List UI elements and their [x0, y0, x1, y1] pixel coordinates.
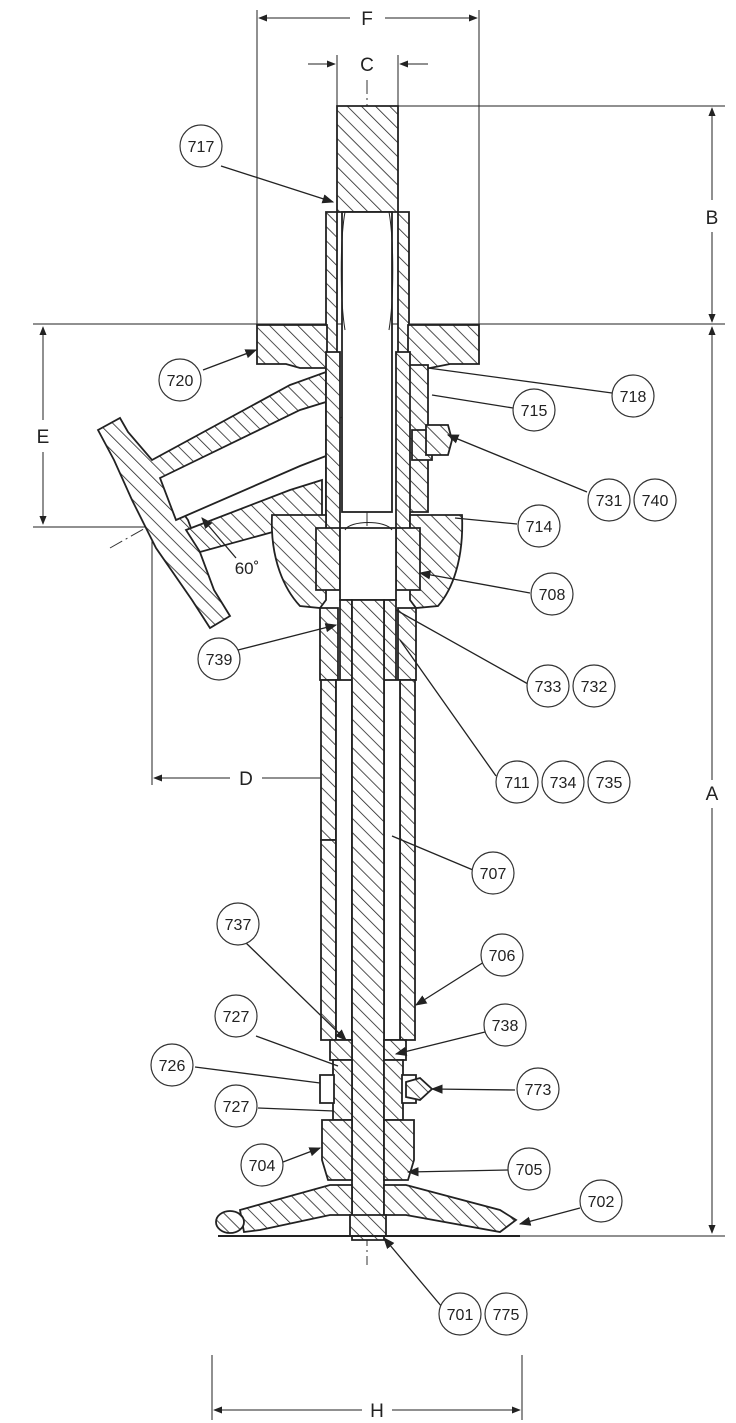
dim-h-label: H: [370, 1401, 384, 1422]
dim-f-label: F: [361, 9, 373, 30]
callout-773-label: 773: [525, 1082, 552, 1099]
callout-717: 717: [179, 124, 223, 168]
callout-775-label: 775: [493, 1307, 520, 1324]
callout-705: 705: [507, 1147, 551, 1191]
dim-a-label: A: [706, 784, 719, 805]
valve-body: [96, 105, 520, 1241]
callout-740-label: 740: [642, 493, 669, 510]
callout-726-label: 726: [159, 1058, 186, 1075]
dim-e-label: E: [37, 427, 50, 448]
angle-label: 60˚: [235, 559, 260, 578]
dim-b-label: B: [706, 208, 719, 229]
callout-714: 714: [517, 504, 561, 548]
callout-732-label: 732: [581, 679, 608, 696]
callout-708: 708: [530, 572, 574, 616]
callout-740: 740: [633, 478, 677, 522]
callout-731: 731: [587, 478, 631, 522]
callout-739-label: 739: [206, 652, 233, 669]
callout-708-label: 708: [539, 587, 566, 604]
callout-706: 706: [480, 933, 524, 977]
callout-727-upper: 727: [214, 994, 258, 1038]
callout-706-label: 706: [489, 948, 516, 965]
callout-707: 707: [471, 851, 515, 895]
callout-711-label: 711: [504, 775, 530, 792]
callout-704: 704: [240, 1143, 284, 1187]
callout-705-label: 705: [516, 1162, 543, 1179]
leader-lines: [194, 165, 613, 1308]
callout-702: 702: [579, 1179, 623, 1223]
callout-732: 732: [572, 664, 616, 708]
callout-734-label: 734: [550, 775, 577, 792]
callout-701: 701: [438, 1292, 482, 1336]
callout-738: 738: [483, 1003, 527, 1047]
callout-735: 735: [587, 760, 631, 804]
dim-d-label: D: [239, 769, 253, 790]
callout-737-label: 737: [225, 917, 252, 934]
callout-727-lower: 727: [214, 1084, 258, 1128]
callout-711: 711: [495, 760, 539, 804]
callout-720-label: 720: [167, 373, 194, 390]
callout-715: 715: [512, 388, 556, 432]
callout-702-label: 702: [588, 1194, 615, 1211]
callout-734: 734: [541, 760, 585, 804]
callout-775: 775: [484, 1292, 528, 1336]
callout-715-label: 715: [521, 403, 548, 420]
callout-727-upper-label: 727: [223, 1009, 250, 1026]
callout-707-label: 707: [480, 866, 507, 883]
callout-727-lower-label: 727: [223, 1099, 250, 1116]
callout-733-label: 733: [535, 679, 562, 696]
dim-c-label: C: [360, 55, 374, 76]
callout-720: 720: [158, 358, 202, 402]
callout-733: 733: [526, 664, 570, 708]
callout-738-label: 738: [492, 1018, 519, 1035]
dimension-lines: [33, 10, 725, 1420]
callout-735-label: 735: [596, 775, 623, 792]
callout-726: 726: [150, 1043, 194, 1087]
callout-701-label: 701: [447, 1307, 474, 1324]
callout-737: 737: [216, 902, 260, 946]
callout-714-label: 714: [526, 519, 553, 536]
callout-739: 739: [197, 637, 241, 681]
callout-731-label: 731: [596, 493, 623, 510]
callout-718-label: 718: [620, 389, 647, 406]
callout-718: 718: [611, 374, 655, 418]
callout-773: 773: [516, 1067, 560, 1111]
dimension-labels: F C B A E D H 60˚: [37, 9, 719, 1422]
callout-704-label: 704: [249, 1158, 276, 1175]
callout-717-label: 717: [188, 139, 215, 156]
